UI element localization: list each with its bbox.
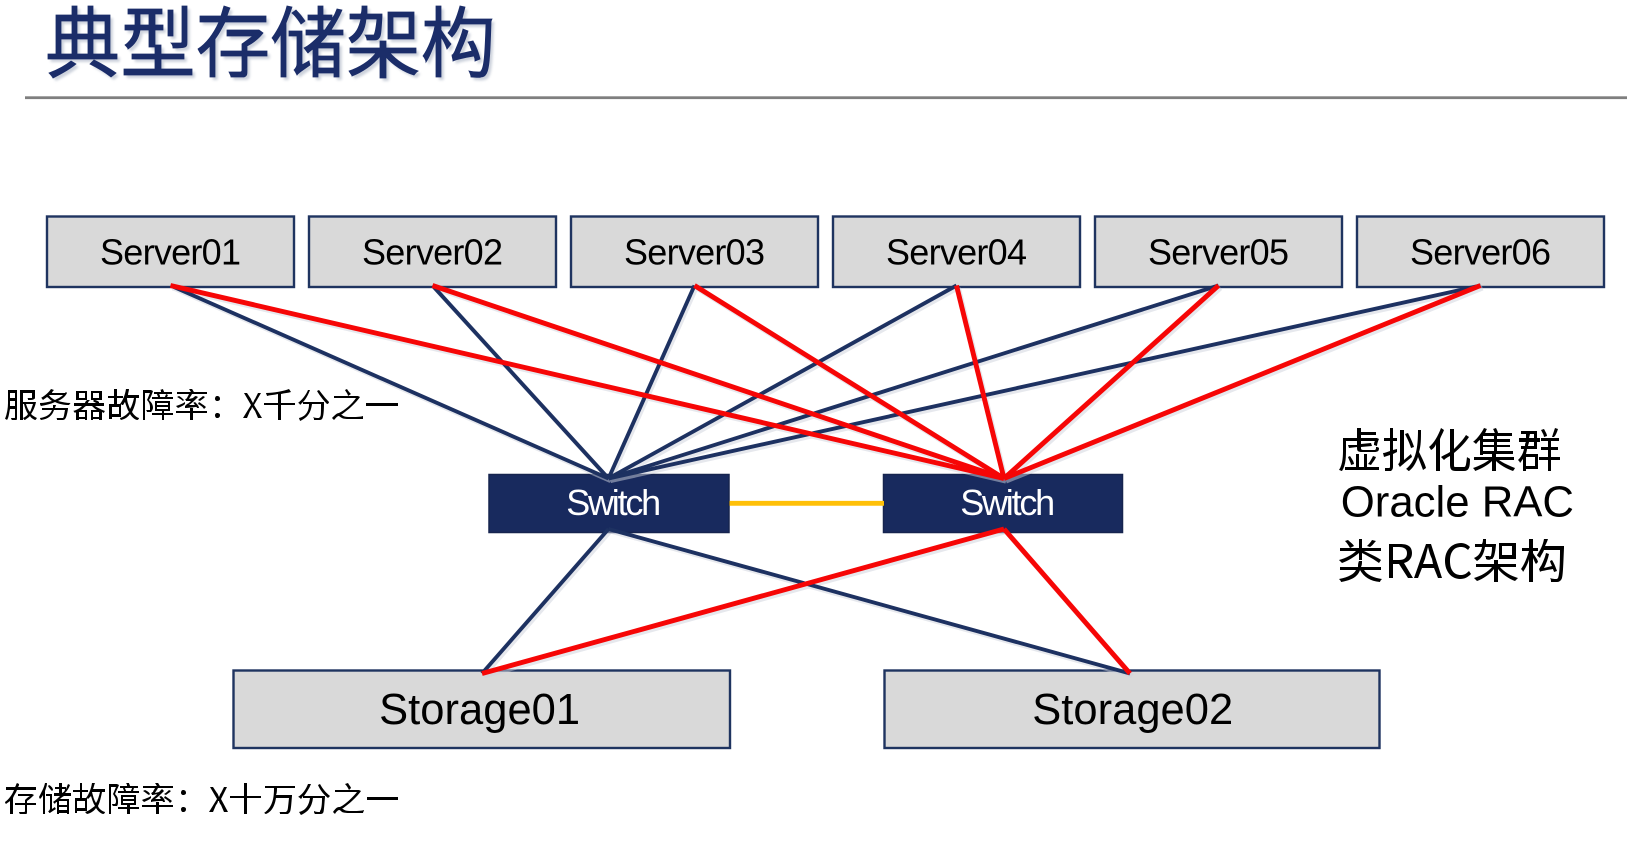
svg-text:Switch: Switch bbox=[960, 482, 1055, 523]
svg-text:Storage01: Storage01 bbox=[379, 686, 580, 734]
svg-text:Server01: Server01 bbox=[100, 232, 241, 273]
svg-text:Server03: Server03 bbox=[624, 232, 765, 273]
svg-text:Oracle RAC: Oracle RAC bbox=[1341, 478, 1574, 527]
svg-text:Server04: Server04 bbox=[886, 232, 1027, 273]
svg-text:Server05: Server05 bbox=[1148, 232, 1289, 273]
svg-text:Switch: Switch bbox=[566, 482, 661, 523]
svg-text:Storage02: Storage02 bbox=[1032, 686, 1233, 734]
svg-text:Server06: Server06 bbox=[1410, 232, 1551, 273]
svg-text:Server02: Server02 bbox=[362, 232, 503, 273]
